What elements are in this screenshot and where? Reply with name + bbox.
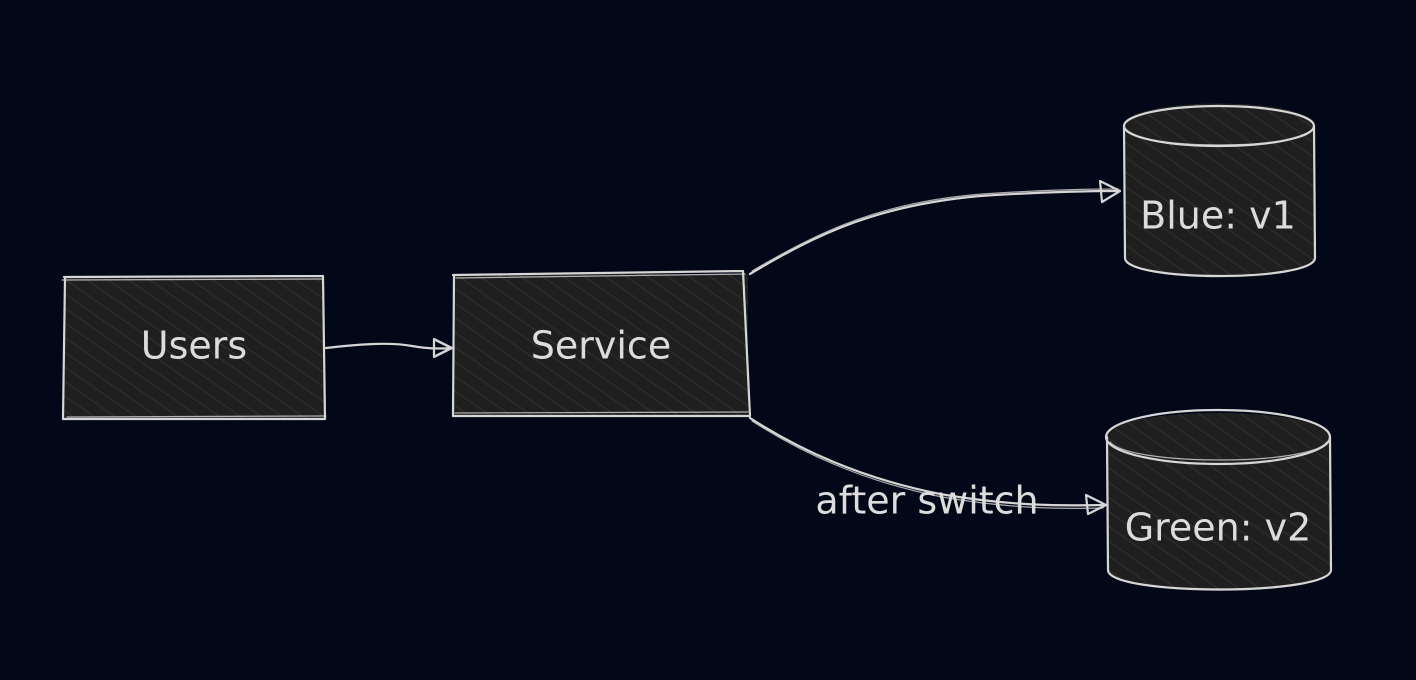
users-node[interactable]: Users <box>61 274 327 421</box>
edge-service-to-green: after switch <box>748 416 1108 523</box>
edge-users-to-service <box>324 337 454 359</box>
service-label: Service <box>531 324 671 368</box>
edge-service-to-blue <box>748 179 1122 276</box>
users-label: Users <box>141 324 247 368</box>
blue-database-label: Blue: v1 <box>1140 194 1296 238</box>
edge-label-after-switch: after switch <box>815 479 1038 523</box>
blue-database[interactable]: Blue: v1 <box>1122 103 1317 278</box>
green-database-label: Green: v2 <box>1125 506 1312 550</box>
service-node[interactable]: Service <box>451 269 752 418</box>
green-database[interactable]: Green: v2 <box>1104 408 1333 591</box>
